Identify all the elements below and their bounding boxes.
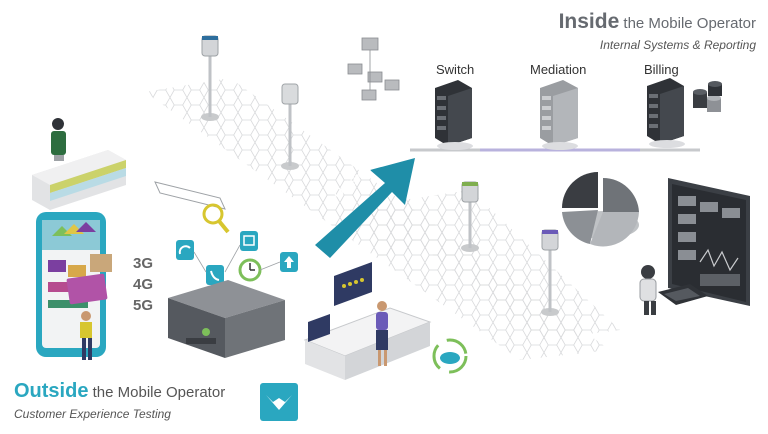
shop-awning-icon (52, 222, 96, 236)
pie-chart-icon (562, 172, 639, 247)
billing-label: Billing (644, 62, 679, 77)
inside-title-block: Inside the Mobile Operator Internal Syst… (559, 10, 756, 52)
network-label-3g: 3G (133, 255, 154, 272)
inside-title-rest: the Mobile Operator (619, 15, 756, 32)
shopping-basket-icon (66, 254, 112, 305)
mediation-label: Mediation (530, 62, 587, 77)
org-chart-icon (347, 37, 400, 101)
database-icon (693, 81, 722, 112)
switch-label: Switch (436, 62, 475, 77)
cloud-sync-icon (432, 338, 468, 374)
mediation-server-icon (540, 80, 578, 150)
test-probe-device (168, 280, 285, 358)
network-label-5g: 5G (133, 297, 154, 314)
inside-title-bold: Inside (558, 10, 620, 33)
analyst-figure (639, 265, 657, 315)
outside-title-block: Outside the Mobile Operator Customer Exp… (14, 380, 225, 421)
wifi-icon (176, 240, 194, 260)
outside-subtitle: Customer Experience Testing (14, 407, 171, 421)
inside-subtitle: Internal Systems & Reporting (599, 38, 756, 52)
switch-server-icon (435, 80, 473, 150)
search-bar-icon (154, 181, 230, 234)
upload-icon (280, 252, 298, 272)
mail-icon (240, 231, 258, 251)
hex-network-band (145, 78, 620, 360)
connector-lines (193, 244, 281, 273)
antenna-pole-1 (201, 35, 219, 121)
phone-call-icon (206, 265, 224, 285)
dashboard-panel-icon (668, 178, 750, 306)
stopwatch-icon (238, 258, 262, 282)
antenna-pole-3 (461, 181, 479, 252)
antenna-pole-2 (281, 83, 299, 170)
chip-icon (658, 284, 708, 305)
reception-desk-icon (32, 118, 126, 210)
outside-in-arrow (315, 158, 415, 258)
billing-server-icon (647, 78, 685, 148)
antenna-pole-4 (541, 229, 559, 316)
presentation-screen-icon (334, 262, 372, 306)
network-label-4g: 4G (133, 276, 154, 293)
company-logo (260, 383, 298, 421)
kiosk-desk-icon (303, 307, 432, 380)
presenter-figure (376, 301, 388, 366)
outside-title-bold: Outside (14, 380, 89, 402)
outside-title-rest: the Mobile Operator (88, 384, 226, 401)
shopper-figure (80, 311, 92, 360)
